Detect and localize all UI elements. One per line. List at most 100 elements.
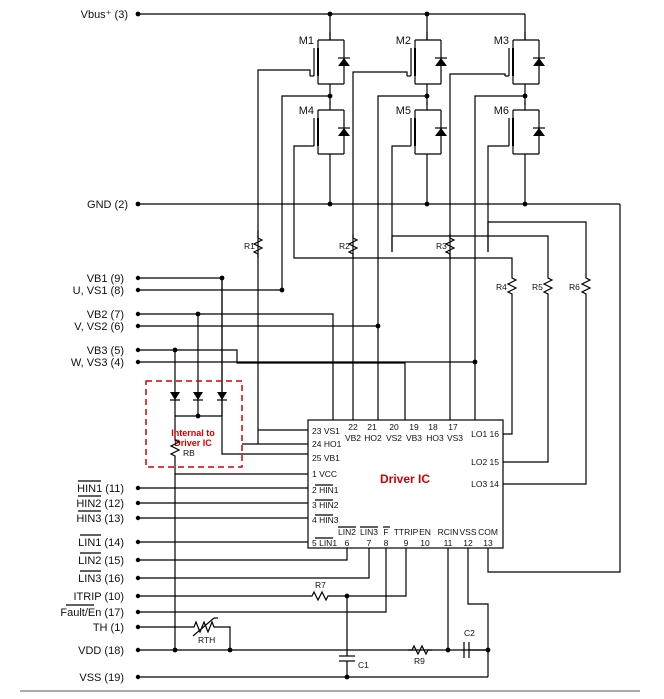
lin2-label: LIN2 (15) [78,555,124,567]
left-terminals [135,275,141,680]
c2-label: C2 [464,628,475,638]
svg-text:HO3: HO3 [426,433,444,443]
svg-text:11: 11 [444,538,453,548]
svg-text:25 VB1: 25 VB1 [312,453,340,463]
r2-label: R2 [339,241,350,251]
lin1-label: LIN1 (14) [78,537,124,549]
driver-bottom-pins: LIN2 LIN3 F TTRIP EN RCIN VSS COM 6 7 8 … [338,527,498,548]
wire-lo2 [391,235,549,274]
leg-v [406,11,448,207]
svg-text:22: 22 [348,422,358,432]
wire-lo2-gate [391,145,407,252]
gnd-label: GND (2) [87,199,128,211]
svg-text:TTRIP: TTRIP [394,527,419,537]
internal-bootstrap-box [145,380,243,468]
bootstrap-diodes [170,388,227,436]
hin1-label: HIN1 (11) [77,483,124,495]
mosfet-m2 [406,31,448,93]
gnd-terminal[interactable] [135,201,141,207]
mosfet-m5 [406,101,448,163]
wire-vss-pin [467,548,489,651]
svg-text:17: 17 [448,422,458,432]
svg-text:EN: EN [419,527,431,537]
svg-text:18: 18 [428,422,438,432]
itrip-label: ITRIP (10) [73,591,124,603]
wire-vb2 [138,313,334,420]
svg-text:7: 7 [367,538,372,548]
svg-text:13: 13 [483,538,493,548]
m4-label: M4 [299,105,314,117]
vs2-label: V, VS2 (6) [74,321,124,333]
svg-text:8: 8 [384,538,389,548]
driver-top-pins: 22 21 20 19 18 17 VB2 HO2 VS2 VB3 HO3 VS… [345,422,463,443]
r6-label: R6 [569,282,580,292]
mosfet-m4 [309,101,351,163]
resistor-r1 [253,233,263,259]
resistor-r3 [445,233,455,259]
mosfet-m6 [504,101,546,163]
c1-label: C1 [358,660,369,670]
wire-fault [138,548,387,613]
wire-lin3 [138,548,370,579]
mosfet-m3 [504,31,546,93]
driver-left-pins: 23 VS1 24 HO1 25 VB1 1 VCC 2 HIN1 3 HIN2… [312,426,342,548]
vbus-label: Vbus⁺ (3) [81,9,128,21]
resistor-r9 [407,645,433,655]
svg-text:VSS: VSS [459,527,476,537]
hin3-label: HIN3 (13) [76,513,124,525]
fault-label: Fault/En (17) [60,607,124,619]
svg-text:4 HIN3: 4 HIN3 [312,515,339,525]
wire-ho1 [257,69,311,431]
leg-w [504,14,546,207]
vs1-label: U, VS1 (8) [73,285,124,297]
wire-ho2 [352,71,408,420]
svg-text:19: 19 [409,422,419,432]
m3-label: M3 [494,35,509,47]
svg-text:HO2: HO2 [364,433,382,443]
thermistor-rth [190,620,231,650]
wire-lo3 [487,221,587,274]
svg-text:VS3: VS3 [447,433,463,443]
svg-text:F: F [383,527,388,537]
svg-text:RCIN: RCIN [438,527,459,537]
svg-text:LO1 16: LO1 16 [471,429,499,439]
svg-text:LIN3: LIN3 [360,527,378,537]
svg-text:LIN2: LIN2 [338,527,356,537]
wire-lo1 [293,252,513,274]
rb-label: RB [183,448,195,458]
vb2-label: VB2 (7) [87,309,124,321]
vdd-label: VDD (18) [78,645,124,657]
svg-text:VB2: VB2 [345,433,361,443]
svg-text:2 HIN1: 2 HIN1 [312,485,339,495]
resistor-r5 [543,273,553,299]
wire-lo3-gate [487,145,505,252]
wire-vb1 [138,277,308,455]
svg-text:LO3 14: LO3 14 [471,479,499,489]
svg-text:20: 20 [389,422,399,432]
wire-vs3-node [138,95,525,363]
svg-text:10: 10 [420,538,430,548]
mosfet-m1 [309,31,351,93]
vs3-terminal[interactable] [135,359,141,365]
wire-ho3 [449,73,506,420]
wire-vs2-node [138,95,427,327]
svg-text:24 HO1: 24 HO1 [312,439,342,449]
vs2-terminal[interactable] [135,323,141,329]
th-label: TH (1) [93,622,124,634]
vbus-terminal[interactable] [135,11,141,17]
vb3-label: VB3 (5) [87,345,124,357]
r1-label: R1 [244,241,255,251]
svg-text:VB3: VB3 [406,433,422,443]
resistor-r7 [307,591,333,601]
svg-text:9: 9 [404,538,409,548]
resistor-r4 [507,273,517,299]
lin3-label: LIN3 (16) [78,573,124,585]
svg-text:6: 6 [345,538,350,548]
r9-label: R9 [414,656,425,666]
resistor-r6 [581,273,591,299]
vs1-terminal[interactable] [135,287,141,293]
resistor-r2 [348,233,358,259]
m1-label: M1 [299,35,314,47]
